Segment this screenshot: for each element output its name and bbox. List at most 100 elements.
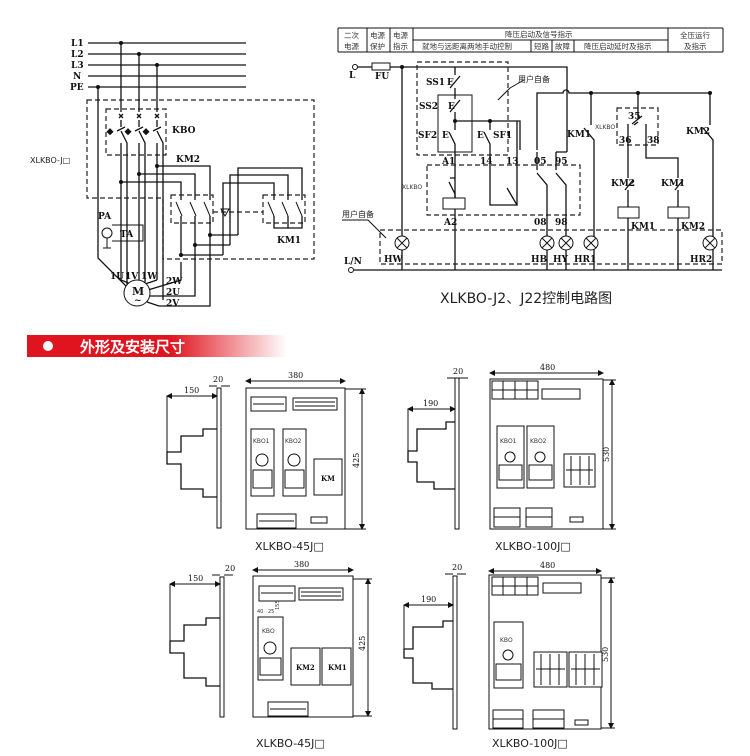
line-label-l3: L3 [71, 61, 84, 71]
terminal-08: 08 [534, 218, 547, 228]
fuse-symbol [371, 62, 391, 71]
bullet-icon [43, 341, 53, 351]
label-hw: HW [384, 255, 404, 265]
dim-depth: 190 [421, 595, 436, 604]
label-e-sf2: E [442, 131, 449, 141]
mounting-plate-side [219, 576, 225, 718]
terminal-35: 35 [628, 112, 641, 122]
terminal-36: 36 [619, 136, 632, 146]
terminal-1w: 1W [141, 272, 158, 282]
model-caption: XLKBO-100J□ [492, 737, 568, 750]
supply-lines: L1 L2 L3 N PE [70, 39, 246, 93]
spacing-25: 25 [268, 609, 274, 615]
connector-strip [298, 587, 344, 601]
km2-label: KM2 [176, 155, 200, 165]
table-col1-line2: 电源 [344, 41, 359, 51]
km-label: KM [321, 474, 335, 483]
kbo-label: KBO [500, 637, 513, 644]
lamp-hy-icon [558, 235, 574, 251]
dim-height: 425 [352, 453, 361, 468]
km2-label: KM2 [296, 663, 315, 672]
terminal-2v: 2V [166, 299, 180, 309]
dim-width: 480 [540, 561, 555, 570]
terminal-98: 98 [555, 218, 568, 228]
kbo1-module [496, 425, 525, 489]
current-transformer [103, 224, 144, 249]
table-group-header: 降压启动及信号指示 [505, 29, 573, 39]
line-label-l2: L2 [71, 50, 84, 60]
table-last-line1: 全压运行 [680, 30, 710, 40]
label-km2-coil: KM2 [681, 222, 705, 232]
table-col3-line1: 电源 [393, 30, 408, 40]
kbo-label: KBO [262, 628, 275, 635]
label-e-sf1: E [477, 131, 484, 141]
label-km2-interlock: KM2 [611, 179, 635, 189]
km2-coil [667, 206, 690, 219]
label-user-provided-bottom: 用户自备 [342, 209, 374, 219]
label-ss1: SS1 [426, 78, 445, 88]
power-circuit-diagram: L1 L2 L3 N PE XLKBO-J□ KBO KM2 KM1 PA [30, 39, 315, 309]
dim-height: 530 [601, 647, 610, 662]
table-col3-line2: 指示 [393, 41, 408, 51]
motor-label: M [132, 285, 144, 298]
terminal-2u: 2U [166, 288, 180, 298]
label-user-provided-top: 用户自备 [518, 74, 550, 84]
drawing-100j-b: 190 20 480 530 KBO XLKBO-100J□ [403, 561, 615, 750]
model-caption: XLKBO-100J□ [495, 540, 571, 553]
label-km1-contact: KM1 [567, 130, 591, 140]
table-col2-line1: 电源 [370, 30, 385, 40]
kbo2-module [282, 428, 307, 497]
kbo2-module [526, 425, 555, 489]
dim-depth: 150 [188, 574, 203, 583]
terminal-a1: A1 [441, 157, 455, 167]
kbo1-label: KBO1 [500, 438, 517, 445]
table-subheader-fault: 故障 [555, 41, 570, 51]
dim-depth: 190 [423, 399, 438, 408]
table-col1-line1: 二次 [344, 30, 359, 40]
dim-width: 380 [288, 371, 303, 380]
label-e-ss1: E [447, 78, 454, 88]
xlkbo-internal-box [426, 164, 581, 216]
kbo-module [493, 621, 524, 689]
label-fu: FU [375, 72, 389, 82]
dim-width: 380 [294, 560, 309, 569]
lamp-hr2-icon [702, 235, 718, 251]
ammeter-icon [101, 227, 113, 239]
terminal-13: 13 [506, 157, 519, 167]
lamp-hw-icon [394, 235, 410, 251]
kbo1-label: KBO1 [253, 438, 270, 445]
kbo-contacts [106, 43, 164, 300]
dim-depth: 150 [184, 386, 199, 395]
dim-plate: 20 [213, 375, 223, 384]
mounting-plate-side [454, 377, 460, 530]
dim-plate: 20 [225, 564, 235, 573]
label-km1-coil: KM1 [631, 222, 655, 232]
line-label-pe: PE [70, 83, 84, 93]
drawing-100j-a: 190 20 480 530 KBO1 KBO2 XLKBO-100J□ [407, 363, 616, 553]
label-hr1: HR1 [574, 255, 596, 265]
motor-ac-symbol: ~ [134, 296, 142, 306]
spacing-40: 40 [257, 609, 263, 615]
line-label-n: N [73, 72, 81, 82]
table-subheader-delay: 降压启动延时及指示 [584, 41, 652, 51]
pa-label: PA [98, 212, 112, 222]
label-l: L [349, 71, 356, 81]
label-xlkbo-right: XLKBO [595, 124, 615, 131]
mounting-plate-side [452, 575, 458, 730]
indicator-lamp-box [379, 229, 723, 265]
terminal-14: 14 [480, 157, 493, 167]
dim-width: 480 [540, 363, 555, 372]
km1-coil [617, 206, 640, 219]
indicator-lamps [394, 235, 718, 251]
terminal-05: 05 [534, 157, 547, 167]
function-table: 二次 电源 电源 保护 电源 指示 降压启动及信号指示 就地与远距离两地手动控制… [337, 27, 724, 53]
spacing-155: 155 [275, 600, 281, 610]
km-contactor [313, 458, 343, 496]
km2-contactor [290, 647, 321, 686]
terminal-2w: 2W [166, 277, 183, 287]
km1-label: KM1 [328, 663, 347, 672]
model-label: XLKBO-J□ [30, 156, 70, 165]
model-caption: XLKBO-45J□ [256, 737, 325, 750]
label-e-ss2: E [448, 102, 455, 112]
